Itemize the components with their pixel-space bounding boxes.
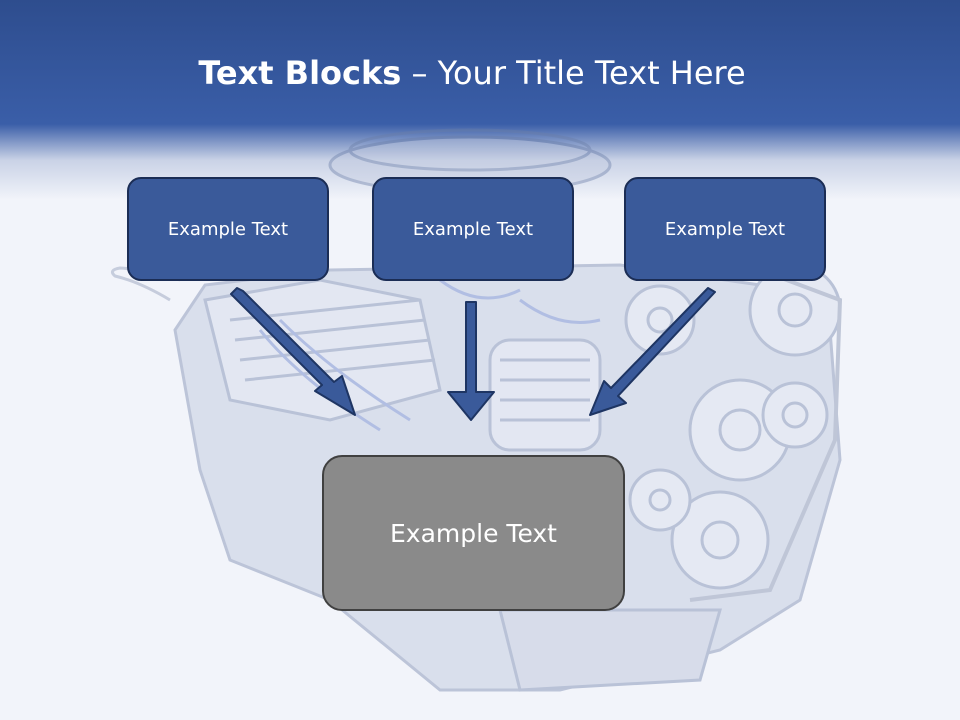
text-block-3[interactable]: Example Text [624,177,826,281]
title-bold-part: Text Blocks [198,54,402,92]
text-block-1-label: Example Text [167,218,289,240]
text-block-1[interactable]: Example Text [127,177,329,281]
arrow-left [230,287,356,416]
title-regular-part: Your Title Text Here [437,54,746,92]
arrow-center [447,301,495,421]
arrow-right [589,287,716,416]
text-block-2[interactable]: Example Text [372,177,574,281]
header-band [0,0,960,200]
target-block-label: Example Text [390,518,557,548]
text-block-3-label: Example Text [664,218,786,240]
target-block[interactable]: Example Text [322,455,625,611]
title-separator: – [401,54,438,92]
text-block-2-label: Example Text [412,218,534,240]
slide-title: Text Blocks – Your Title Text Here [0,54,944,92]
